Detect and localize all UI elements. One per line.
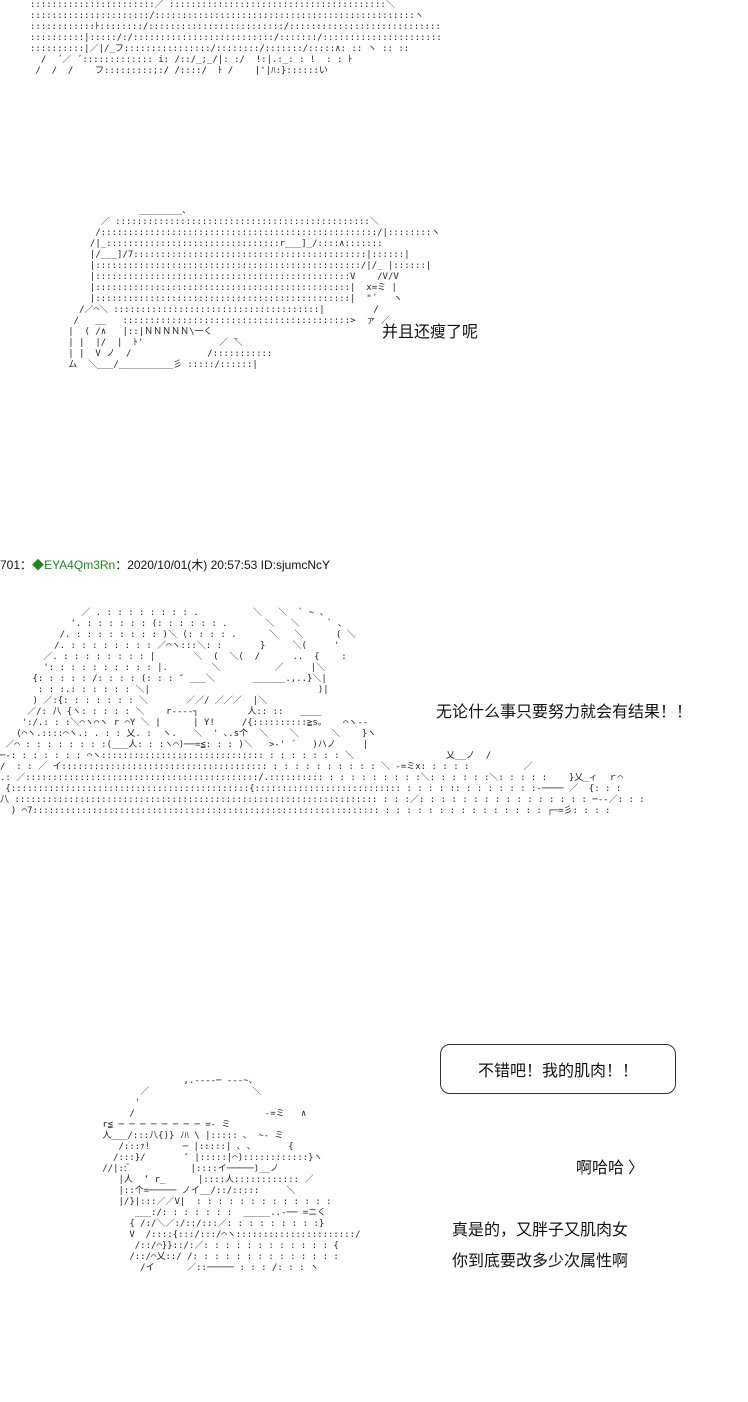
trip-code: EYA4Qm3Rn bbox=[44, 558, 116, 572]
dialogue-line-6: 你到底要改多少次属性啊 bbox=[452, 1253, 629, 1270]
speech-bubble: 不错吧！我的肌肉！！ bbox=[440, 1044, 676, 1094]
ascii-art-character-2: ／ . : : : : : : : : . ＼ ＼ ` ~ 、 '. : : :… bbox=[0, 608, 645, 816]
post-datetime: ：2020/10/01(木) 20:57:53 bbox=[115, 558, 258, 572]
trip-mark: ◆ bbox=[32, 558, 45, 572]
dialogue-line-1: 并且还瘦了呢 bbox=[382, 324, 479, 341]
post-header: 701：◆EYA4Qm3Rn：2020/10/01(木) 20:57:53 ID… bbox=[0, 556, 330, 573]
dialogue-line-4: 啊哈哈 〉 bbox=[576, 1160, 645, 1177]
dialogue-line-2: 无论什么事只要努力就会有结果！！ bbox=[436, 704, 693, 721]
ascii-art-top: :::::::::::::::::::::::／ :::::::::::::::… bbox=[30, 0, 442, 76]
post-separator: ： bbox=[20, 558, 33, 572]
ascii-art-character-1: ________、 ／ ::::::::::::::::::::::::::::… bbox=[68, 206, 441, 370]
ascii-art-character-3: ,.‐‐‐‐─ ‐‐‐~、 ／ ＼ ' / -=ミ ∧ r≦ ─ ─ ─ ─ ─… bbox=[102, 1076, 361, 1273]
post-number[interactable]: 701 bbox=[0, 558, 21, 572]
post-id: ID:sjumcNcY bbox=[260, 558, 330, 572]
dialogue-line-5: 真是的，又胖子又肌肉女 bbox=[452, 1222, 629, 1239]
dialogue-line-3: 不错吧！我的肌肉！！ bbox=[477, 1063, 638, 1080]
